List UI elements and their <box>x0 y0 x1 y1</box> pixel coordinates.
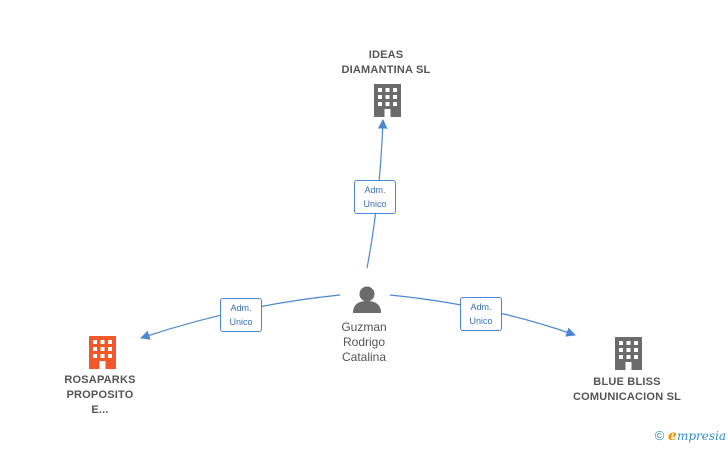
node-label-line: IDEAS <box>368 49 404 61</box>
edge-label-role: Adm. <box>470 302 492 312</box>
building-icon[interactable] <box>615 337 642 370</box>
edge-label-type: Unico <box>229 317 253 327</box>
footer-brand: © empresia <box>655 428 726 444</box>
person-label[interactable]: Guzman Rodrigo Catalina <box>324 320 404 365</box>
building-icon[interactable] <box>89 336 116 369</box>
edge-label-type: Unico <box>469 316 493 326</box>
node-label-line: BLUE BLISS <box>593 376 661 388</box>
node-label-right[interactable]: BLUE BLISS COMUNICACION SL <box>562 375 692 405</box>
edge-label-role: Adm. <box>364 185 386 195</box>
edge-label-right[interactable]: Adm. Unico <box>460 297 502 331</box>
edge-label-left[interactable]: Adm. Unico <box>220 298 262 332</box>
node-label-line: E... <box>91 404 109 416</box>
node-label-line: PROPOSITO <box>66 389 134 401</box>
node-label-line: DIAMANTINA SL <box>341 64 431 76</box>
node-label-top[interactable]: IDEAS DIAMANTINA SL <box>326 48 446 78</box>
node-label-left[interactable]: ROSAPARKS PROPOSITO E... <box>40 373 160 418</box>
brand-logo: empresia <box>668 428 726 444</box>
person-icon[interactable] <box>353 286 381 314</box>
edge-label-role: Adm. <box>230 303 252 313</box>
edge-label-type: Unico <box>363 199 387 209</box>
node-label-line: COMUNICACION SL <box>572 391 682 403</box>
person-name-line: Catalina <box>341 350 387 364</box>
copyright-icon: © <box>654 428 665 443</box>
person-name-line: Guzman <box>341 320 387 334</box>
person-name-line: Rodrigo <box>342 335 386 349</box>
edge-label-top[interactable]: Adm. Unico <box>354 180 396 214</box>
node-label-line: ROSAPARKS <box>64 374 136 386</box>
building-icon[interactable] <box>374 84 401 117</box>
